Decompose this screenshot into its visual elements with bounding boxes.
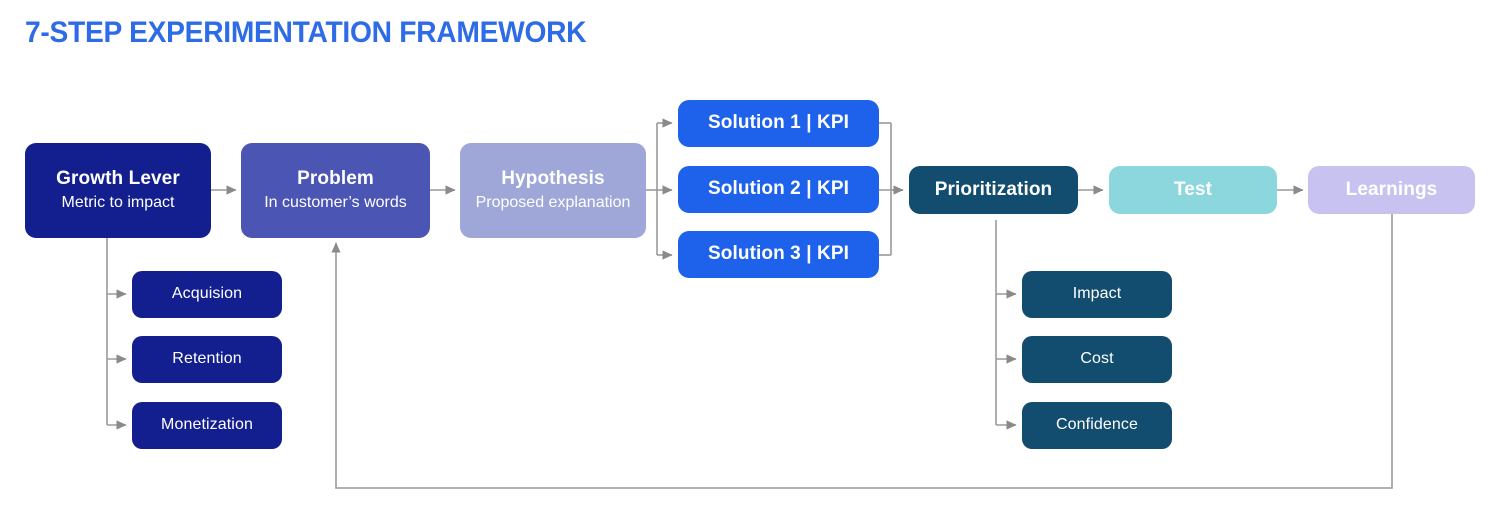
node-test[interactable]: Test bbox=[1109, 166, 1277, 214]
node-growth-lever-subtitle: Metric to impact bbox=[61, 193, 175, 211]
node-problem[interactable]: Problem In customer’s words bbox=[241, 143, 430, 238]
node-lever-retention-label: Retention bbox=[172, 350, 242, 368]
node-solution-1[interactable]: Solution 1 | KPI bbox=[678, 100, 879, 147]
node-solution-1-label: Solution 1 | KPI bbox=[708, 112, 849, 134]
node-hypothesis[interactable]: Hypothesis Proposed explanation bbox=[460, 143, 646, 238]
node-solution-2[interactable]: Solution 2 | KPI bbox=[678, 166, 879, 213]
node-lever-monetization-label: Monetization bbox=[161, 416, 253, 434]
page-title: 7-STEP EXPERIMENTATION FRAMEWORK bbox=[25, 16, 587, 49]
node-lever-acquision[interactable]: Acquision bbox=[132, 271, 282, 318]
node-growth-lever-title: Growth Lever bbox=[56, 168, 180, 190]
node-criteria-cost-label: Cost bbox=[1080, 350, 1114, 368]
node-prioritization-title: Prioritization bbox=[934, 178, 1053, 200]
node-criteria-impact-label: Impact bbox=[1072, 285, 1122, 303]
node-solution-3-label: Solution 3 | KPI bbox=[708, 243, 849, 265]
node-lever-acquision-label: Acquision bbox=[171, 285, 243, 303]
node-hypothesis-subtitle: Proposed explanation bbox=[475, 193, 631, 211]
node-lever-retention[interactable]: Retention bbox=[132, 336, 282, 383]
node-lever-monetization[interactable]: Monetization bbox=[132, 402, 282, 449]
node-criteria-confidence-label: Confidence bbox=[1056, 416, 1138, 434]
node-learnings-title: Learnings bbox=[1345, 178, 1438, 200]
node-prioritization[interactable]: Prioritization bbox=[909, 166, 1078, 214]
node-solution-3[interactable]: Solution 3 | KPI bbox=[678, 231, 879, 278]
node-growth-lever[interactable]: Growth Lever Metric to impact bbox=[25, 143, 211, 238]
node-criteria-confidence[interactable]: Confidence bbox=[1022, 402, 1172, 449]
node-problem-title: Problem bbox=[297, 168, 374, 190]
node-hypothesis-title: Hypothesis bbox=[501, 168, 605, 190]
node-test-title: Test bbox=[1173, 178, 1213, 200]
node-problem-subtitle: In customer’s words bbox=[264, 193, 407, 211]
node-solution-2-label: Solution 2 | KPI bbox=[708, 178, 849, 200]
node-learnings[interactable]: Learnings bbox=[1308, 166, 1475, 214]
node-criteria-cost[interactable]: Cost bbox=[1022, 336, 1172, 383]
node-criteria-impact[interactable]: Impact bbox=[1022, 271, 1172, 318]
